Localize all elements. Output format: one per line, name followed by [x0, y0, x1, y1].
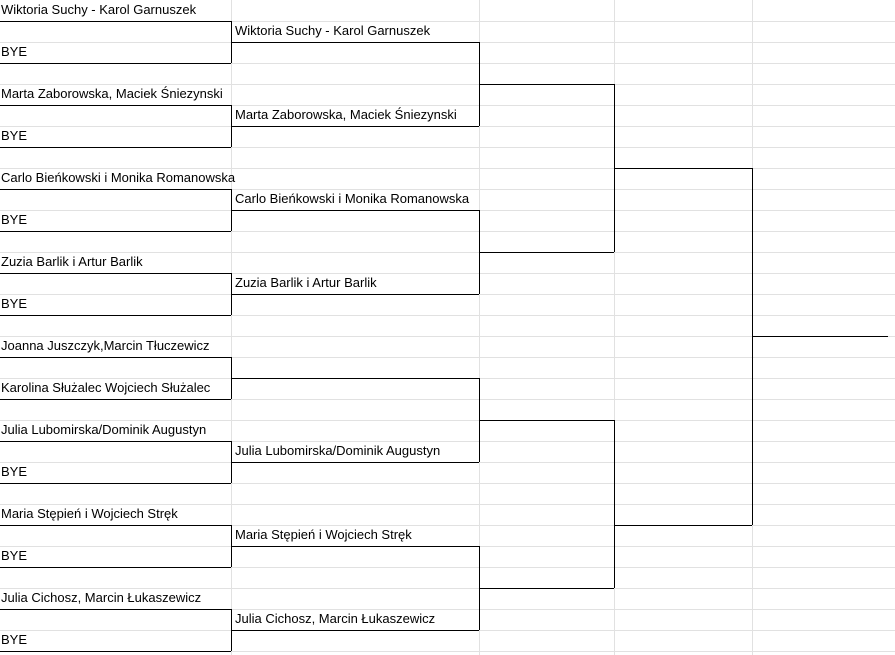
round1-entry[interactable]: Marta Zaborowska, Maciek Śniezynski	[1, 86, 223, 101]
round1-entry[interactable]: BYE	[1, 632, 28, 647]
round1-entry[interactable]: Maria Stępień i Wojciech Stręk	[1, 506, 178, 521]
round2-entry[interactable]: Julia Cichosz, Marcin Łukaszewicz	[235, 611, 436, 626]
round1-entry[interactable]: Joanna Juszczyk,Marcin Tłuczewicz	[1, 338, 210, 353]
round1-entry[interactable]: BYE	[1, 548, 28, 563]
round1-entry[interactable]: BYE	[1, 296, 28, 311]
round2-entry[interactable]: Maria Stępień i Wojciech Stręk	[235, 527, 412, 542]
round1-entry[interactable]: BYE	[1, 464, 28, 479]
round1-entry[interactable]: Karolina Służalec Wojciech Służalec	[1, 380, 211, 395]
round2-entry[interactable]: Wiktoria Suchy - Karol Garnuszek	[235, 23, 431, 38]
round1-entry[interactable]: BYE	[1, 212, 28, 227]
round1-entry[interactable]: Julia Cichosz, Marcin Łukaszewicz	[1, 590, 202, 605]
round2-entry[interactable]: Julia Lubomirska/Dominik Augustyn	[235, 443, 441, 458]
round1-entry[interactable]: Julia Lubomirska/Dominik Augustyn	[1, 422, 207, 437]
round1-entry[interactable]: Wiktoria Suchy - Karol Garnuszek	[1, 2, 197, 17]
round1-entry[interactable]: BYE	[1, 128, 28, 143]
round2-entry[interactable]: Marta Zaborowska, Maciek Śniezynski	[235, 107, 457, 122]
round2-entry[interactable]: Carlo Bieńkowski i Monika Romanowska	[235, 191, 470, 206]
round2-entry[interactable]: Zuzia Barlik i Artur Barlik	[235, 275, 377, 290]
round1-entry[interactable]: Carlo Bieńkowski i Monika Romanowska	[1, 170, 236, 185]
round1-entry[interactable]: BYE	[1, 44, 28, 59]
round1-entry[interactable]: Zuzia Barlik i Artur Barlik	[1, 254, 143, 269]
